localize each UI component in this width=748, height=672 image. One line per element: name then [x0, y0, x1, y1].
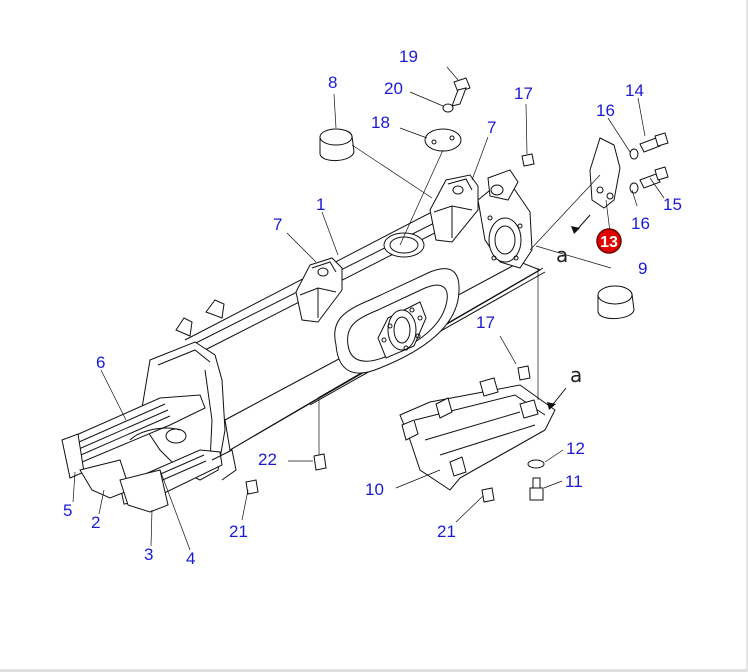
part-21-fitting-left	[245, 479, 259, 495]
callout-10: 10	[365, 480, 384, 499]
callout-7a: 7	[273, 215, 282, 234]
bracket-left	[295, 257, 343, 323]
callout-labels: 1 2 3 4 5 6 7 7 8 9 10 11 12 13 14 15 16…	[63, 47, 682, 568]
part-17-fitting-top	[521, 153, 535, 167]
part-11-bolt	[529, 477, 544, 501]
callout-1: 1	[316, 195, 325, 214]
track-frame	[175, 169, 546, 451]
callout-9: 9	[638, 259, 647, 278]
bracket-right	[429, 174, 479, 243]
callout-16a: 16	[596, 101, 615, 120]
part-17-fitting-bottom	[517, 365, 531, 381]
callout-4: 4	[186, 549, 195, 568]
part-22-plug	[313, 453, 327, 471]
part-16-washer-top	[629, 148, 639, 160]
callout-15: 15	[663, 195, 682, 214]
bottom-border	[0, 669, 748, 672]
part-16-washer-bottom	[629, 182, 639, 194]
part-15-bolt	[639, 166, 669, 189]
callout-14: 14	[625, 81, 644, 100]
callout-7b: 7	[487, 118, 496, 137]
track-guard	[399, 377, 556, 491]
callout-17b: 17	[476, 313, 495, 332]
part-9-plug	[597, 285, 635, 319]
part-19-bolt	[451, 77, 471, 107]
front-guide-assembly	[61, 341, 237, 513]
callout-8: 8	[328, 73, 337, 92]
callout-22: 22	[258, 450, 277, 469]
callout-21a: 21	[229, 522, 248, 541]
leader-lines	[72, 66, 665, 551]
view-mark-a-bottom: a	[570, 363, 582, 387]
callout-13: 13	[600, 234, 618, 251]
callout-19: 19	[399, 47, 418, 66]
right-border	[746, 0, 748, 672]
part-8-cap	[319, 128, 355, 161]
callout-3: 3	[144, 545, 153, 564]
callout-5: 5	[63, 501, 72, 520]
part-13-plate	[589, 137, 621, 209]
callout-20: 20	[384, 79, 403, 98]
callout-16b: 16	[631, 214, 650, 233]
part-14-bolt	[639, 132, 669, 153]
callout-17a: 17	[514, 84, 533, 103]
callout-11: 11	[565, 472, 583, 491]
callout-2: 2	[91, 513, 100, 532]
highlight-13-marker	[596, 228, 622, 254]
callout-12: 12	[566, 439, 585, 458]
part-18-cover	[424, 128, 462, 152]
part-20-washer	[442, 103, 454, 113]
callout-21b: 21	[437, 522, 456, 541]
callout-18: 18	[371, 113, 390, 132]
part-21-fitting-right	[481, 487, 495, 503]
view-mark-a-top: a	[556, 243, 568, 267]
callout-6: 6	[96, 353, 105, 372]
part-12-washer	[527, 459, 545, 469]
